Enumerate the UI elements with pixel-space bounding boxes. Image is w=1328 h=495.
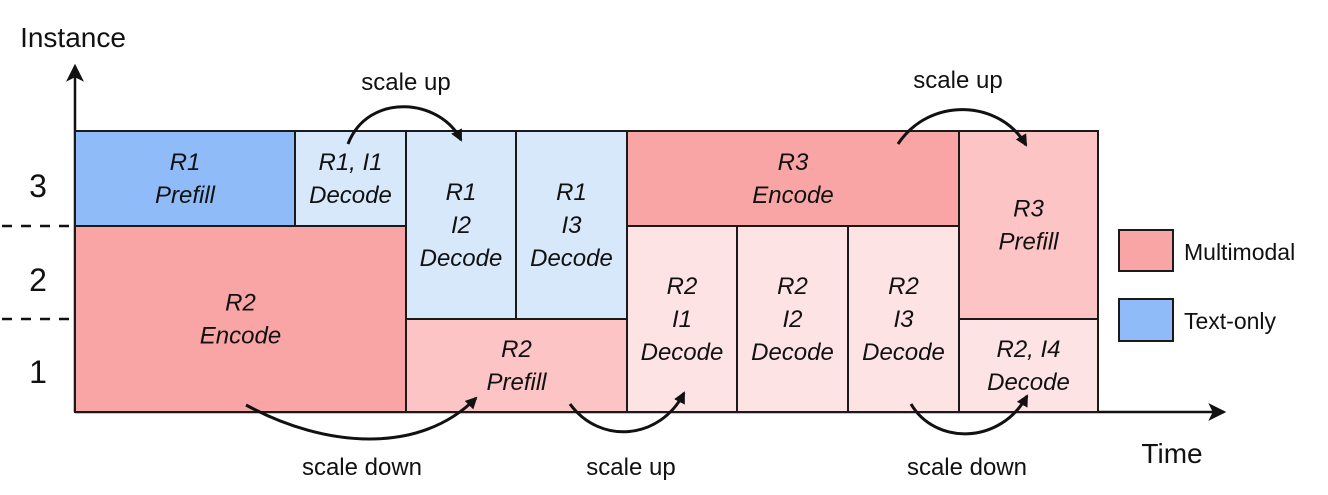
block-rect-r3-encode bbox=[626, 130, 960, 227]
block-text-r1-i3-decode-line-2: Decode bbox=[530, 245, 613, 272]
block-rect-r2-i3-decode bbox=[847, 225, 960, 413]
block-rect-r2-i2-decode bbox=[736, 225, 849, 413]
block-text-r2-i1-decode-line-1: I1 bbox=[672, 306, 692, 333]
block-text-r2-i4-decode-line-0: R2, I4 bbox=[996, 336, 1060, 363]
block-text-r3-encode-line-0: R3 bbox=[778, 149, 809, 176]
block-text-r1-i2-decode-line-2: Decode bbox=[420, 245, 503, 272]
block-text-r2-prefill-line-1: Prefill bbox=[486, 369, 547, 396]
scale-down-label-1: scale down bbox=[302, 454, 422, 481]
legend-label-text-only: Text-only bbox=[1184, 308, 1277, 334]
scale-up-arrow-2 bbox=[896, 108, 1028, 147]
scale-down-arrow-2 bbox=[909, 394, 1029, 436]
block-rect-r2-prefill bbox=[405, 318, 628, 413]
block-rect-r3-prefill bbox=[958, 130, 1099, 320]
scale-up-arrow-1 bbox=[346, 105, 463, 145]
block-text-r1-i1-decode-line-1: Decode bbox=[309, 182, 392, 209]
block-text-r2-i2-decode-line-0: R2 bbox=[777, 273, 808, 300]
scale-down-label-2: scale down bbox=[907, 454, 1027, 481]
block-text-r1-i2-decode-line-1: I2 bbox=[451, 212, 471, 239]
scale-up-label-2: scale up bbox=[913, 67, 1002, 94]
block-text-r2-i4-decode-line-1: Decode bbox=[987, 369, 1070, 396]
y-tick-3: 3 bbox=[29, 168, 47, 204]
block-text-r1-prefill-line-1: Prefill bbox=[155, 182, 216, 209]
block-r1-i1-decode: R1, I1 Decode bbox=[294, 130, 407, 227]
y-tick-1: 1 bbox=[29, 354, 47, 390]
block-text-r1-prefill-line-0: R1 bbox=[170, 149, 201, 176]
block-text-r3-prefill-line-0: R3 bbox=[1013, 196, 1044, 223]
scale-up-label-3: scale up bbox=[586, 454, 675, 481]
block-text-r3-encode-line-1: Encode bbox=[752, 182, 833, 209]
block-rect-r2-encode bbox=[74, 225, 407, 413]
block-rect-r1-prefill bbox=[74, 130, 296, 227]
block-text-r2-i1-decode-line-2: Decode bbox=[641, 339, 724, 366]
scale-up-label-1: scale up bbox=[361, 69, 450, 96]
scale-up-arrow-3 bbox=[568, 391, 686, 434]
block-text-r2-i3-decode-line-2: Decode bbox=[862, 339, 945, 366]
block-text-r2-i2-decode-line-2: Decode bbox=[751, 339, 834, 366]
block-text-r1-i1-decode-line-0: R1, I1 bbox=[318, 149, 382, 176]
legend-swatch-multimodal bbox=[1118, 229, 1174, 272]
legend-label-multimodal: Multimodal bbox=[1184, 239, 1295, 265]
block-text-r2-i3-decode-line-0: R2 bbox=[888, 273, 919, 300]
block-rect-r2-i1-decode bbox=[626, 225, 738, 413]
block-text-r1-i2-decode-line-0: R1 bbox=[446, 179, 477, 206]
block-text-r2-i2-decode-line-1: I2 bbox=[782, 306, 802, 333]
block-text-r2-encode-line-1: Encode bbox=[200, 323, 281, 350]
x-axis-label: Time bbox=[1141, 438, 1202, 469]
block-text-r2-encode-line-0: R2 bbox=[225, 290, 256, 317]
scale-down-arrow-1 bbox=[245, 396, 478, 441]
block-text-r2-prefill-line-0: R2 bbox=[501, 336, 532, 363]
block-rect-r1-i2-decode bbox=[405, 130, 517, 320]
y-axis-label: Instance bbox=[20, 22, 126, 53]
block-text-r2-i3-decode-line-1: I3 bbox=[893, 306, 914, 333]
block-rect-r2-i4-decode bbox=[958, 318, 1099, 413]
block-text-r1-i3-decode-line-1: I3 bbox=[561, 212, 582, 239]
block-text-r1-i3-decode-line-0: R1 bbox=[556, 179, 587, 206]
block-rect-r1-i1-decode bbox=[294, 130, 407, 227]
y-tick-2: 2 bbox=[29, 262, 47, 298]
block-text-r3-prefill-line-1: Prefill bbox=[998, 229, 1059, 256]
legend-swatch-text-only bbox=[1118, 298, 1174, 342]
block-r2-i4-decode: R2, I4 Decode bbox=[958, 318, 1099, 413]
block-text-r2-i1-decode-line-0: R2 bbox=[667, 273, 698, 300]
